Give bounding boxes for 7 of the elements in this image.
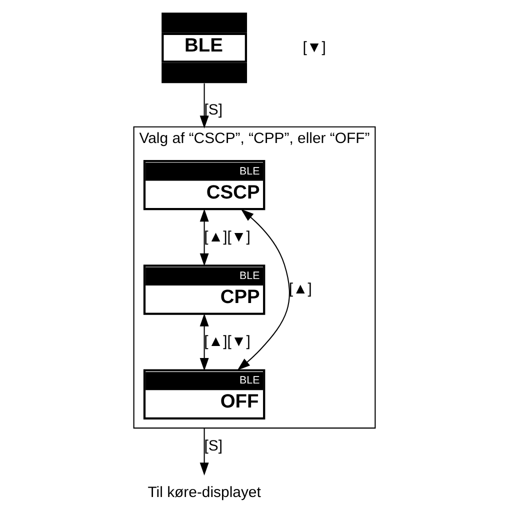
label: [▼]	[302, 38, 326, 56]
node-text: Til køre-displayet	[147, 484, 260, 502]
edge-label: [▲]	[288, 280, 312, 298]
edge-label: [▲][▼]	[204, 333, 250, 350]
edge-label: [S]	[204, 438, 222, 455]
edge-label: [▲][▼]	[204, 228, 250, 246]
edge-label: [S]	[204, 101, 222, 118]
